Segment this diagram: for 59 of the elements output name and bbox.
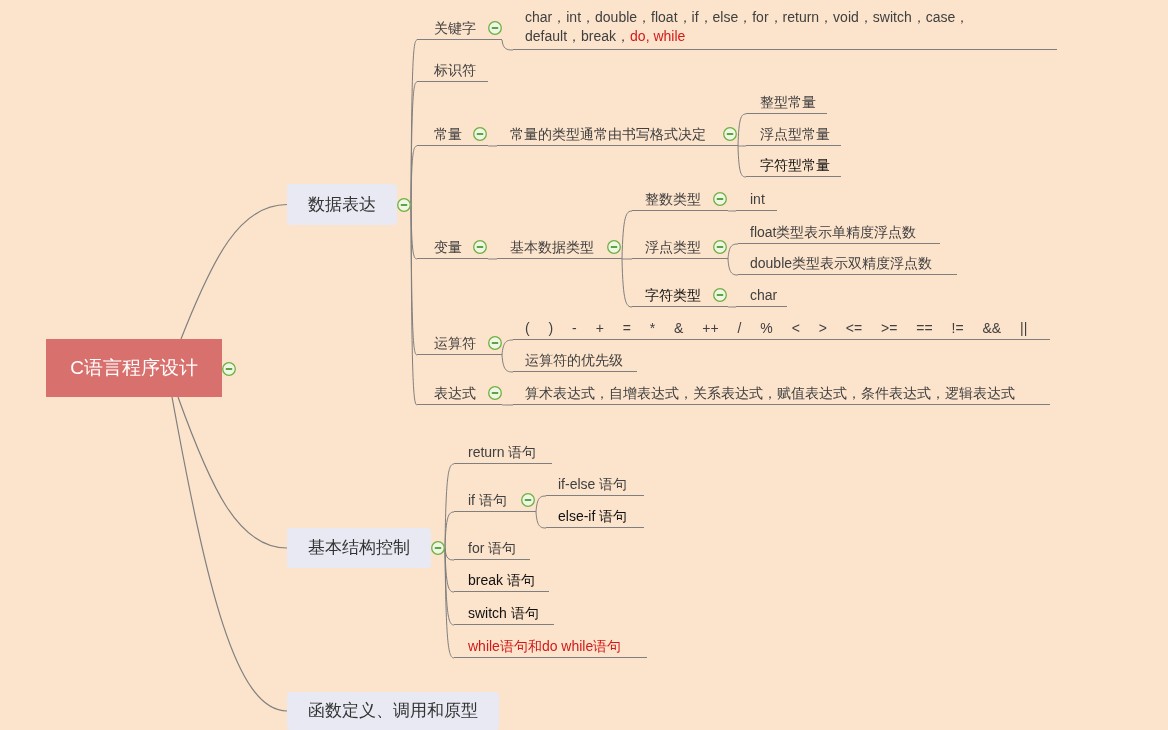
branch-line — [535, 511, 547, 529]
topic-label: for 语句 — [468, 539, 517, 558]
branch-line — [737, 145, 747, 178]
topic-label: if-else 语句 — [558, 475, 628, 494]
topic-label: ( ) - + = * & ++ / % < > <= >= == != && || — [525, 319, 1028, 338]
branch-line — [501, 404, 514, 406]
branch-line — [180, 203, 288, 340]
topic-label: else-if 语句 — [558, 507, 628, 526]
topic-label: char — [750, 286, 778, 305]
branch-line — [737, 145, 747, 147]
topic-label: 基本数据类型 — [510, 238, 594, 257]
topic-label: 浮点类型 — [645, 238, 701, 257]
branch-line — [410, 145, 418, 205]
topic-label: 标识符 — [434, 61, 476, 80]
branch-line — [171, 396, 288, 712]
branch-line — [501, 354, 514, 373]
root-topic-box: C语言程序设计 — [46, 339, 222, 397]
branch-line — [410, 204, 418, 406]
topic-box: 基本结构控制 — [287, 528, 431, 568]
topic-label: 字符类型 — [645, 286, 701, 305]
branch-line — [501, 339, 514, 356]
topic-label: switch 语句 — [468, 604, 539, 623]
topic-label: 整数类型 — [645, 190, 701, 209]
branch-line — [737, 113, 747, 147]
topic-label: double类型表示双精度浮点数 — [750, 254, 933, 273]
branch-line — [444, 547, 455, 659]
branch-line — [487, 258, 498, 260]
branch-line — [621, 258, 633, 260]
branch-line — [621, 258, 633, 308]
topic-label: 字符型常量 — [760, 156, 830, 175]
topic-label: 运算符的优先级 — [525, 351, 623, 370]
topic-label: if 语句 — [468, 491, 507, 510]
topic-box: 函数定义、调用和原型 — [287, 692, 499, 730]
topic-label: break 语句 — [468, 571, 535, 590]
topic-label: 常量 — [434, 125, 462, 144]
topic-label: 运算符 — [434, 334, 476, 353]
branch-line — [727, 210, 737, 212]
branch-line — [535, 495, 547, 513]
branch-line — [501, 39, 514, 51]
topic-box: 数据表达 — [287, 184, 397, 225]
topic-label: return 语句 — [468, 443, 537, 462]
topic-label: 算术表达式，自增表达式，关系表达式，赋值表达式，条件表达式，逻辑表达式 — [525, 384, 1015, 403]
topic-label: float类型表示单精度浮点数 — [750, 223, 917, 242]
branch-line — [177, 396, 288, 549]
topic-label: 整型常量 — [760, 93, 816, 112]
branch-line — [727, 243, 739, 260]
topic-label: 常量的类型通常由书写格式决定 — [510, 125, 706, 144]
topic-label: 表达式 — [434, 384, 476, 403]
topic-label: 变量 — [434, 238, 462, 257]
topic-label: while语句和do while语句 — [468, 637, 622, 656]
topic-label: int — [750, 190, 765, 209]
topic-label: 浮点型常量 — [760, 125, 830, 144]
branch-line — [487, 145, 498, 147]
topic-label: 关键字 — [434, 19, 476, 38]
branch-line — [621, 210, 633, 260]
branch-line — [727, 258, 739, 276]
topic-label: char，int，double，float，if，else，for，return，void，switch，case，default，break，do, while — [525, 8, 971, 46]
branch-line — [444, 511, 455, 549]
branch-line — [727, 306, 737, 308]
